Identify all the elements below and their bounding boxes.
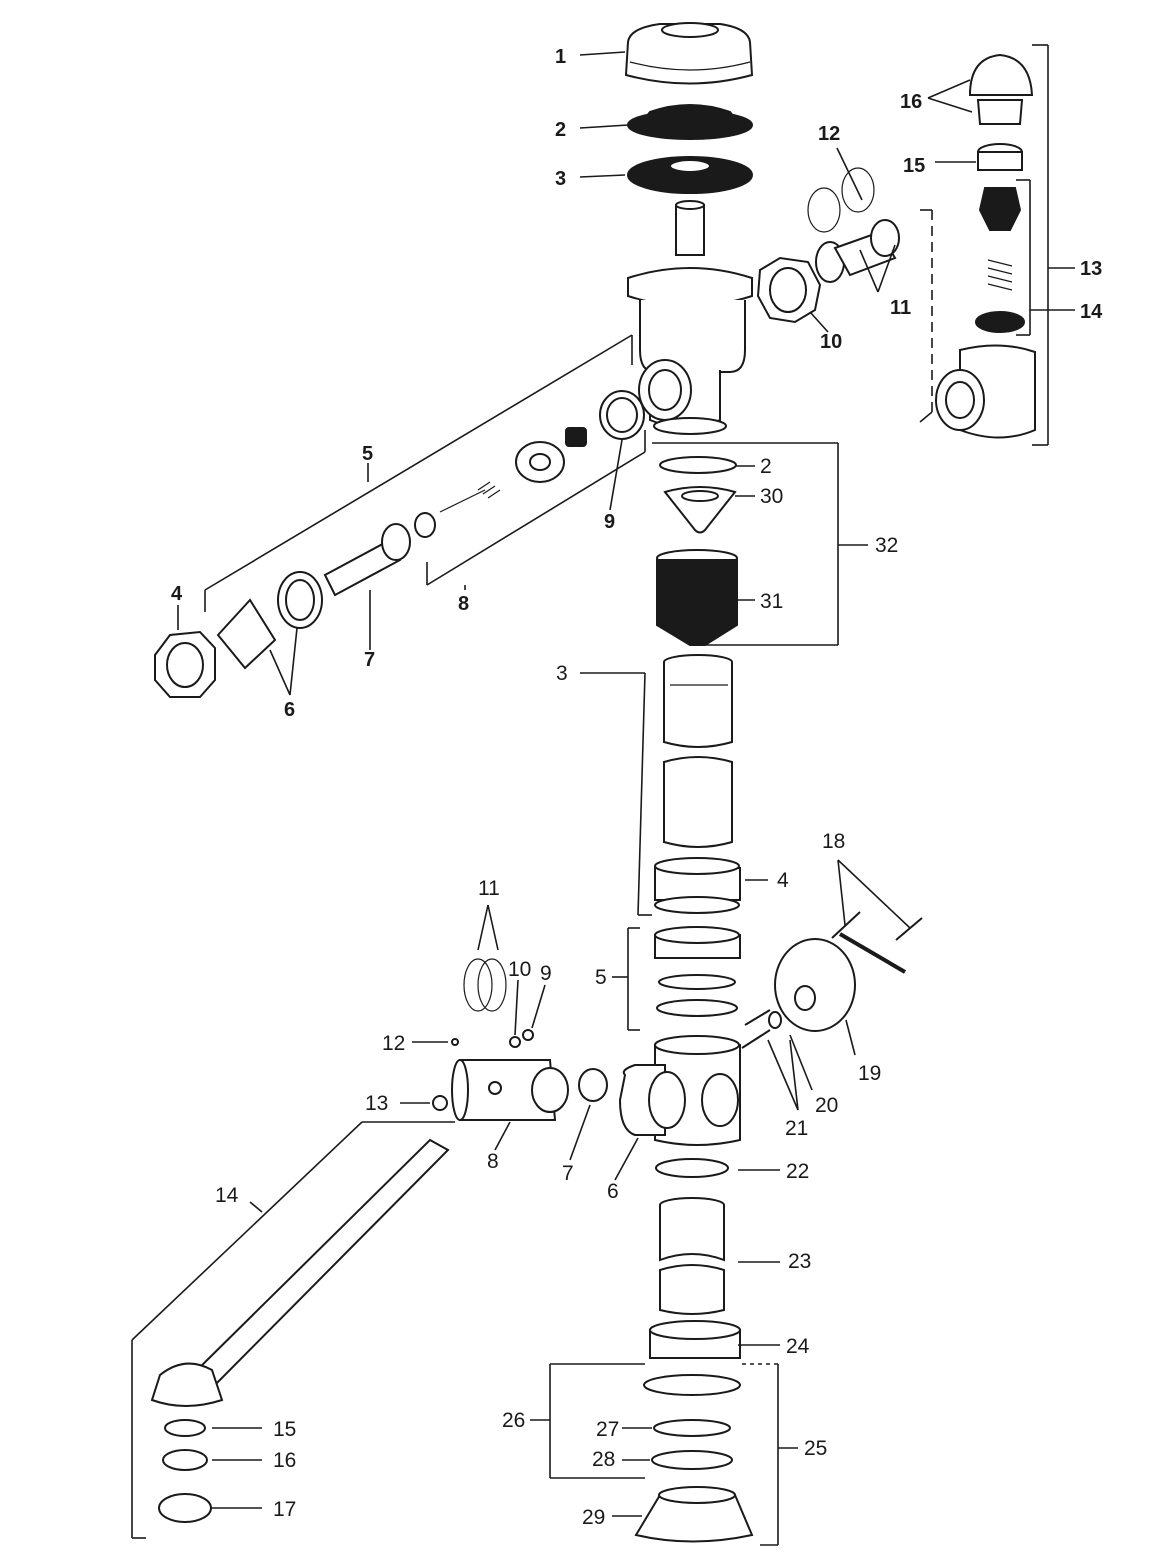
label-b23: 23 bbox=[788, 1250, 811, 1273]
part-seal-17 bbox=[158, 1493, 212, 1523]
label-b24: 24 bbox=[786, 1335, 810, 1358]
part-coupling-set bbox=[654, 926, 741, 1017]
label-b6: 6 bbox=[607, 1180, 619, 1203]
top-assembly: 1 2 3 12 16 15 13 14 11 10 5 9 4 8 7 6 bbox=[154, 22, 1103, 721]
part-cap bbox=[624, 22, 754, 85]
label-b17: 17 bbox=[273, 1498, 296, 1521]
label-10: 10 bbox=[820, 331, 842, 353]
part-tube bbox=[663, 654, 733, 848]
part-diaphragm bbox=[627, 156, 753, 256]
part-tiny-washer bbox=[451, 1038, 459, 1046]
part-long-handle bbox=[150, 1138, 450, 1407]
label-b11: 11 bbox=[478, 877, 500, 900]
label-b21: 21 bbox=[785, 1117, 808, 1140]
label-b22: 22 bbox=[786, 1160, 809, 1183]
label-b16: 16 bbox=[273, 1449, 296, 1472]
label-12: 12 bbox=[818, 123, 840, 145]
label-b14: 14 bbox=[215, 1184, 239, 1207]
part-coupling-pieces bbox=[756, 167, 900, 324]
part-small-nut bbox=[522, 1029, 534, 1041]
label-b2: 2 bbox=[760, 455, 772, 478]
label-4: 4 bbox=[171, 583, 183, 605]
label-2: 2 bbox=[555, 119, 566, 141]
label-b5: 5 bbox=[595, 966, 607, 989]
part-gasket-22 bbox=[655, 1158, 729, 1178]
label-b29: 29 bbox=[582, 1506, 605, 1529]
label-b27: 27 bbox=[596, 1418, 619, 1441]
label-7: 7 bbox=[364, 649, 375, 671]
label-b28: 28 bbox=[592, 1448, 615, 1471]
part-o-ring-b bbox=[477, 958, 507, 1012]
label-8: 8 bbox=[458, 593, 469, 615]
label-11: 11 bbox=[890, 297, 911, 319]
part-handle-assembly bbox=[154, 390, 645, 698]
label-b20: 20 bbox=[815, 1094, 838, 1117]
label-b19: 19 bbox=[858, 1062, 881, 1085]
label-b13: 13 bbox=[365, 1092, 388, 1115]
part-nut-4 bbox=[654, 857, 741, 914]
part-gasket bbox=[659, 456, 737, 474]
part-screws bbox=[831, 911, 923, 974]
label-b30: 30 bbox=[760, 485, 783, 508]
label-9: 9 bbox=[604, 511, 615, 533]
part-mount-plate bbox=[774, 938, 856, 1032]
label-3: 3 bbox=[555, 168, 566, 190]
part-vacuum-breaker bbox=[935, 53, 1036, 439]
label-6: 6 bbox=[284, 699, 295, 721]
part-handle-housing bbox=[451, 1059, 569, 1121]
label-b10: 10 bbox=[508, 958, 531, 981]
label-16: 16 bbox=[900, 91, 922, 113]
bottom-leaders bbox=[131, 442, 911, 1546]
label-b8: 8 bbox=[487, 1150, 499, 1173]
part-tube-23 bbox=[659, 1197, 725, 1315]
label-14: 14 bbox=[1080, 301, 1103, 323]
part-valve-body bbox=[627, 267, 753, 435]
bottom-assembly: 2 30 32 31 3 18 4 11 10 9 5 12 19 13 20 … bbox=[131, 442, 923, 1546]
label-b31: 31 bbox=[760, 590, 783, 613]
part-washer bbox=[432, 1095, 448, 1111]
label-b7: 7 bbox=[562, 1162, 574, 1185]
top-leaders bbox=[177, 44, 1075, 696]
label-b26: 26 bbox=[502, 1409, 525, 1432]
label-1: 1 bbox=[555, 46, 566, 68]
label-b32: 32 bbox=[875, 534, 898, 557]
part-flange bbox=[634, 1486, 754, 1543]
label-5: 5 bbox=[362, 443, 373, 465]
label-b9: 9 bbox=[540, 962, 552, 985]
part-seal-16 bbox=[162, 1449, 208, 1471]
part-spud-set bbox=[643, 1374, 741, 1470]
label-b18: 18 bbox=[822, 830, 845, 853]
label-b15: 15 bbox=[273, 1418, 296, 1441]
part-nut-24 bbox=[649, 1320, 741, 1359]
part-dark-sleeve bbox=[656, 549, 738, 646]
label-b12: 12 bbox=[382, 1032, 405, 1055]
part-o-ring-a bbox=[463, 958, 493, 1012]
part-seal-15 bbox=[164, 1419, 206, 1437]
part-control-body bbox=[618, 1035, 741, 1146]
label-b4: 4 bbox=[777, 869, 789, 892]
label-b3: 3 bbox=[556, 662, 568, 685]
part-filter-disk bbox=[578, 1068, 608, 1102]
label-15: 15 bbox=[903, 155, 925, 177]
part-relief-valve bbox=[663, 486, 737, 534]
part-small-ring bbox=[509, 1036, 521, 1048]
part-pins bbox=[741, 1009, 782, 1049]
label-13: 13 bbox=[1080, 258, 1102, 280]
part-handle-disk bbox=[627, 104, 753, 140]
label-b25: 25 bbox=[804, 1437, 827, 1460]
